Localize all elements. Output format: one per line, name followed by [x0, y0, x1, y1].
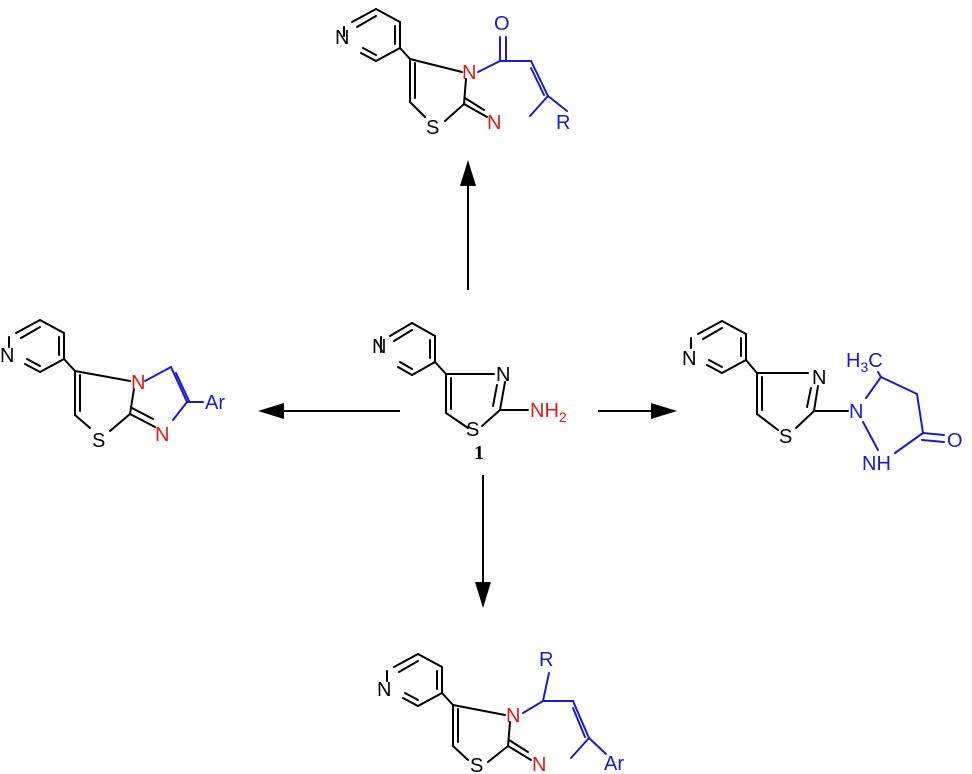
atom-s-thiazole: S — [92, 430, 105, 452]
imidazole-ring — [129, 366, 204, 428]
aryl-linker-bond — [441, 692, 454, 706]
arrow-left — [258, 403, 400, 419]
atom-s-thiazole: S — [779, 426, 792, 448]
nh-label: NH — [862, 453, 891, 475]
pyridine-ring — [380, 322, 436, 376]
atom-n-pyridine: N — [372, 336, 386, 358]
atom-n-imine: N — [532, 754, 546, 774]
amine-n: N — [530, 400, 544, 422]
atom-n-pyrazolidine: N — [849, 401, 863, 423]
atom-o-carbonyl: O — [494, 13, 510, 35]
atom-n-thiazole: N — [812, 367, 826, 389]
aryl-linker-bond — [399, 47, 411, 60]
aryl-linker-bond — [745, 359, 758, 374]
thiazole-ring — [409, 58, 467, 122]
thiazole-ring — [445, 373, 506, 429]
atom-s-thiazole: S — [426, 117, 439, 139]
arrow-up — [460, 160, 476, 290]
methyl-c: C — [868, 350, 882, 372]
thiazole-ring — [452, 704, 511, 763]
arrow-down — [475, 475, 491, 608]
atom-s-thiazole: S — [466, 419, 479, 441]
atom-n-imine: N — [487, 112, 501, 134]
pyrazolidinone-ring — [862, 371, 945, 454]
substituent-ar: Ar — [205, 392, 225, 414]
arrow-right — [598, 403, 677, 419]
atom-n-thiazole: N — [496, 364, 510, 386]
pyridine-ring — [8, 319, 65, 373]
methyl-label: H3C — [846, 350, 883, 375]
product-dihydrothiazolopyrimidine: N N N S R Ar — [377, 649, 624, 774]
substituent-r: R — [539, 649, 553, 671]
reaction-arrows — [258, 160, 677, 608]
atom-n-pyridine: N — [682, 348, 696, 370]
substituent-r: R — [556, 112, 570, 134]
pyrimidine-ring — [507, 672, 607, 761]
starting-material-aminothiazole: N N S NH2 1 — [372, 322, 567, 464]
atom-n-pyridine: N — [377, 679, 391, 701]
thiazole-ring — [756, 372, 819, 431]
nh-h: H — [876, 453, 890, 475]
amine-subscript: 2 — [559, 409, 567, 425]
amine-label: NH2 — [530, 400, 567, 425]
compound-number: 1 — [474, 442, 484, 464]
product-imidazothiazole: N N N S Ar — [0, 319, 225, 452]
pyridine-ring — [690, 320, 747, 374]
product-thiazolopyrimidinone: N O N N S R — [335, 8, 570, 139]
pyridine-ring — [386, 653, 443, 707]
substituent-ar: Ar — [604, 753, 624, 774]
pyridine-ring — [343, 8, 401, 62]
pyrimidinone-ring — [463, 36, 568, 118]
aryl-linker-bond — [434, 361, 447, 375]
atom-n-bridgehead: N — [131, 372, 145, 394]
methyl-subscript: 3 — [860, 359, 868, 375]
atom-n-bridgehead: N — [462, 62, 476, 84]
aryl-linker-bond — [63, 358, 76, 372]
atom-n-bridgehead: N — [506, 705, 520, 727]
amine-h: H — [544, 400, 558, 422]
product-pyrazolidinone: N N S N NH O H3C — [682, 320, 963, 475]
nh-n: N — [862, 453, 876, 475]
thiazole-ring — [74, 370, 135, 432]
atom-n-pyridine: N — [335, 27, 349, 49]
atom-s-thiazole: S — [470, 755, 483, 774]
methyl-h: H — [846, 350, 860, 372]
atom-n-pyridine: N — [0, 345, 14, 367]
atom-n-imine: N — [155, 424, 169, 446]
atom-o-carbonyl: O — [947, 430, 963, 452]
